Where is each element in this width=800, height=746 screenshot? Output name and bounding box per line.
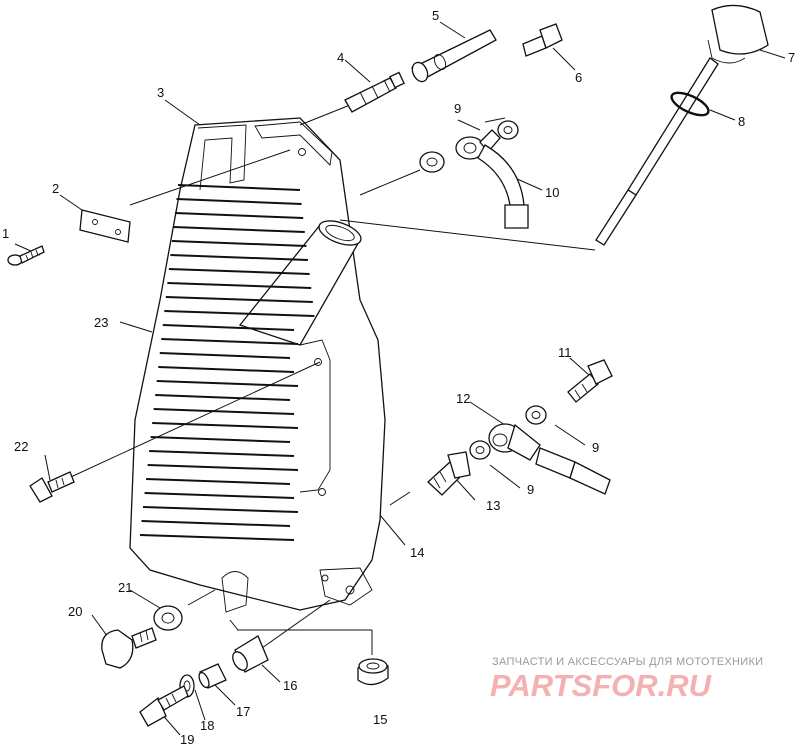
tank-rib: [158, 366, 295, 373]
part-11-bolt: [567, 359, 613, 403]
tank-rib: [150, 436, 291, 443]
callout-10: 10: [545, 185, 559, 200]
callout-3: 3: [157, 85, 164, 100]
callout-23: 23: [94, 315, 108, 330]
tank-rib: [155, 394, 291, 401]
tank-rib: [161, 338, 299, 345]
callout-14: 14: [410, 545, 424, 560]
tank-rib: [156, 380, 299, 387]
callout-17: 17: [236, 704, 250, 719]
callout-19: 19: [180, 732, 194, 746]
tank-rib: [162, 324, 295, 331]
callout-9-right: 9: [592, 440, 599, 455]
leader-lines: [14, 21, 786, 736]
tank-rib: [152, 422, 299, 429]
tank-rib: [177, 184, 301, 191]
tank-rib: [143, 506, 299, 513]
part-17-spacer: [198, 663, 227, 689]
callout-8: 8: [738, 114, 745, 129]
tank-rib: [176, 198, 302, 205]
callout-9-top: 9: [454, 101, 461, 116]
tank-rib: [147, 464, 299, 471]
callout-5: 5: [432, 8, 439, 23]
tank-rib: [146, 478, 291, 485]
part-10-banjo: [455, 129, 529, 229]
tank-rib: [170, 254, 309, 261]
part-20-drain-bolt: [101, 627, 157, 669]
part-7-cap: [595, 4, 769, 246]
callout-15: 15: [373, 712, 387, 727]
tank-rib: [171, 240, 307, 247]
callout-2: 2: [52, 181, 59, 196]
callout-16: 16: [283, 678, 297, 693]
tank-rib: [173, 226, 305, 233]
callout-labels: 1 2 3 4 5 6 7 8 9 9 9 10 11 12 13 14 15 …: [2, 8, 795, 746]
callout-4: 4: [337, 50, 344, 65]
part-2-plate: [79, 209, 131, 243]
tank-rib: [165, 296, 313, 303]
callout-11: 11: [558, 345, 572, 360]
tank-rib: [167, 282, 312, 289]
callout-22: 22: [14, 439, 28, 454]
part-13-sensor: [427, 451, 471, 496]
part-16-grommet: [232, 635, 269, 673]
part-9-washers-right: [469, 405, 547, 460]
part-22-bolt: [29, 471, 75, 503]
tank-rib: [164, 310, 315, 317]
tank-rib: [144, 492, 295, 499]
callout-20: 20: [68, 604, 82, 619]
part-5-hose: [410, 29, 497, 83]
part-1-screw: [7, 245, 45, 266]
watermark-logo: PARTSFOR.RU: [490, 668, 713, 703]
watermark-tagline: ЗАПЧАСТИ И АКСЕССУАРЫ ДЛЯ МОТОТЕХНИКИ: [492, 656, 763, 668]
tank-rib: [141, 520, 291, 527]
part-4-fitting: [344, 71, 405, 113]
tank-rib: [174, 212, 304, 219]
tank-rib: [149, 450, 295, 457]
tank-ribs: [139, 184, 315, 541]
part-21-washer: [153, 605, 183, 631]
part-8-o-ring: [670, 91, 710, 117]
tank-rib: [159, 352, 291, 359]
watermark: ЗАПЧАСТИ И АКСЕССУАРЫ ДЛЯ МОТОТЕХНИКИ PA…: [490, 656, 763, 703]
tank-rib: [153, 408, 295, 415]
callout-13: 13: [486, 498, 500, 513]
callout-7: 7: [788, 50, 795, 65]
part-15-grommet: [357, 658, 389, 686]
part-19-bolt: [139, 685, 189, 727]
callout-9-lower: 9: [527, 482, 534, 497]
callout-12: 12: [456, 391, 470, 406]
callout-18: 18: [200, 718, 214, 733]
callout-6: 6: [575, 70, 582, 85]
oil-tank: [129, 117, 386, 613]
callout-21: 21: [118, 580, 132, 595]
part-12-banjo-hose: [488, 423, 611, 495]
part-6-bolt: [522, 23, 563, 57]
part-9-washers-top: [419, 120, 519, 173]
tank-rib: [139, 534, 295, 541]
callout-1: 1: [2, 226, 9, 241]
tank-rib: [168, 268, 310, 275]
